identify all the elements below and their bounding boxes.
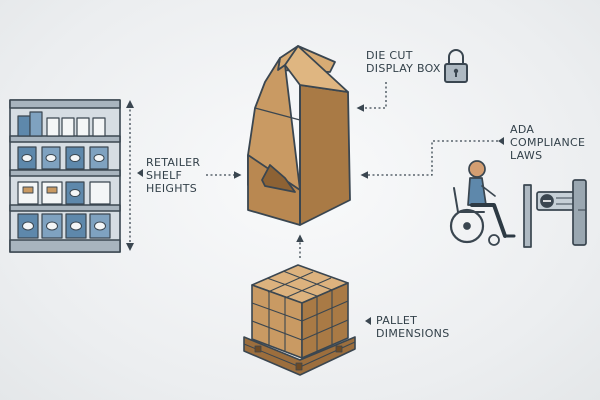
pointer-shelf (137, 169, 143, 177)
die-cut-display-box (247, 45, 351, 226)
shelf-height-dimension (126, 100, 134, 251)
arrow-ada (360, 140, 498, 179)
label-pallet-line-2: DIMENSIONS (376, 327, 450, 340)
label-ada-line-1: ADA (510, 123, 535, 136)
label-pointers (137, 137, 504, 325)
label-ada-line-3: LAWS (510, 149, 543, 162)
label-shelf-line-3: HEIGHTS (146, 182, 198, 195)
shelf-unit (9, 99, 121, 253)
pointer-pallet (365, 317, 371, 325)
connector-arrows (206, 82, 498, 258)
pointer-ada (498, 137, 504, 145)
label-die-cut-line-2: DISPLAY BOX (366, 62, 441, 75)
label-ada-compliance: ADA COMPLIANCE LAWS (510, 123, 585, 162)
arrow-die-cut (356, 82, 387, 112)
label-die-cut-display-box: DIE CUT DISPLAY BOX (366, 49, 441, 75)
label-shelf-line-2: SHELF (146, 169, 183, 182)
wheelchair-user-icon (449, 160, 516, 246)
label-pallet-dimensions: PALLET DIMENSIONS (376, 314, 449, 340)
padlock-icon (444, 49, 468, 83)
label-retailer-shelf-heights: RETAILER SHELF HEIGHTS (146, 156, 200, 195)
pallet-of-boxes (243, 264, 356, 376)
label-die-cut-line-1: DIE CUT (366, 49, 413, 62)
label-pallet-line-1: PALLET (376, 314, 418, 327)
label-shelf-line-1: RETAILER (146, 156, 201, 169)
accessible-gate-icon (523, 179, 587, 248)
label-ada-line-2: COMPLIANCE (510, 136, 586, 149)
